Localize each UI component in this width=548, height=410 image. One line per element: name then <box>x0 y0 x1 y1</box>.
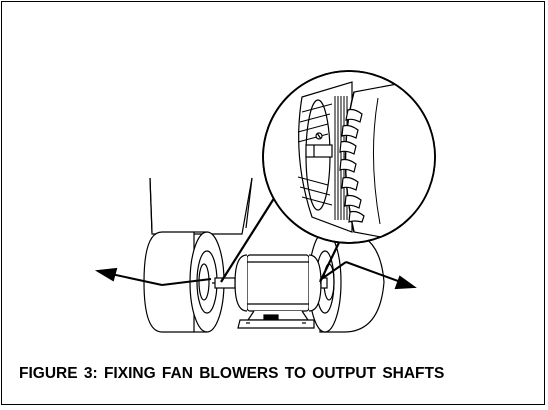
motor-housing <box>149 177 253 235</box>
figure-frame: FIGURE 3: FIXING FAN BLOWERS TO OUTPUT S… <box>1 1 545 405</box>
left-arrow-head <box>94 267 118 282</box>
left-fan-blower <box>143 231 225 333</box>
right-arrow-head <box>394 275 417 290</box>
figure-caption: FIGURE 3: FIXING FAN BLOWERS TO OUTPUT S… <box>19 365 445 382</box>
motor-mounting-base <box>237 310 315 329</box>
indicator-arrows <box>94 261 417 290</box>
magnified-detail <box>262 70 436 244</box>
motor-body <box>212 254 328 312</box>
